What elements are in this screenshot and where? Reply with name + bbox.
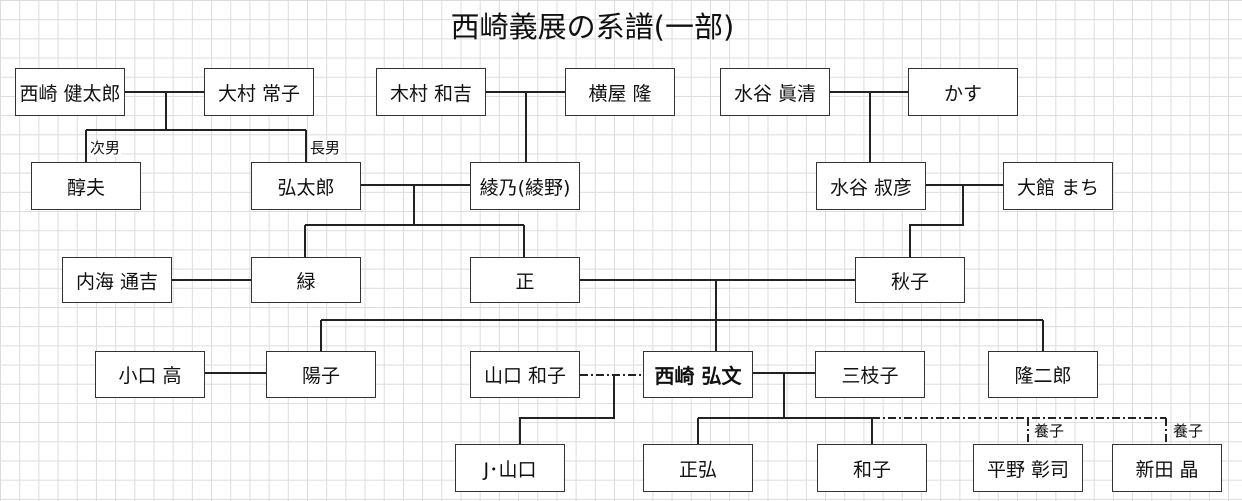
person-box-highlight: 西崎 弘文	[643, 351, 753, 398]
person-box: 西崎 健太郎	[15, 68, 125, 116]
person-box: 大村 常子	[204, 68, 314, 116]
person-box: 正弘	[643, 444, 753, 492]
person-box: 醇夫	[31, 162, 141, 210]
relation-label: 長男	[309, 139, 342, 157]
person-box: 正	[470, 257, 580, 303]
person-box: 陽子	[266, 351, 376, 398]
relation-label: 養子	[1172, 422, 1205, 440]
person-box: 平野 彰司	[973, 444, 1083, 492]
line-to-jyamaguchi	[519, 376, 615, 444]
person-box: 木村 和吉	[376, 68, 486, 116]
person-box: 緑	[251, 257, 361, 303]
line-adopted-children	[872, 417, 1167, 444]
person-box: 水谷 叔彦	[816, 162, 926, 210]
person-box: 水谷 眞清	[720, 68, 830, 116]
line-children-kotaro	[304, 185, 525, 257]
line-children-hirobumi	[697, 373, 873, 444]
person-box: 和子	[817, 444, 927, 492]
relation-label: 養子	[1033, 422, 1066, 440]
person-box: 大館 まち	[1003, 162, 1113, 210]
person-box: J･山口	[455, 444, 565, 492]
person-box: 山口 和子	[470, 351, 580, 398]
person-box: 秋子	[855, 257, 965, 303]
person-box: 弘太郎	[251, 162, 361, 210]
line-children-tadashi	[320, 280, 1044, 351]
diagram-title: 西崎義展の系譜(一部)	[450, 10, 735, 44]
line-to-akiko	[909, 185, 964, 257]
person-box: 内海 通吉	[62, 257, 172, 303]
person-box: 隆二郎	[988, 351, 1098, 398]
person-box: 三枝子	[815, 351, 925, 398]
person-box: 小口 高	[95, 351, 205, 398]
person-box: 綾乃(綾野)	[470, 162, 580, 210]
relation-label: 次男	[89, 139, 122, 157]
person-box: かす	[908, 68, 1018, 116]
line-children-kentaro	[85, 92, 307, 162]
person-box: 横屋 隆	[565, 68, 675, 116]
person-box: 新田 晶	[1112, 444, 1222, 492]
